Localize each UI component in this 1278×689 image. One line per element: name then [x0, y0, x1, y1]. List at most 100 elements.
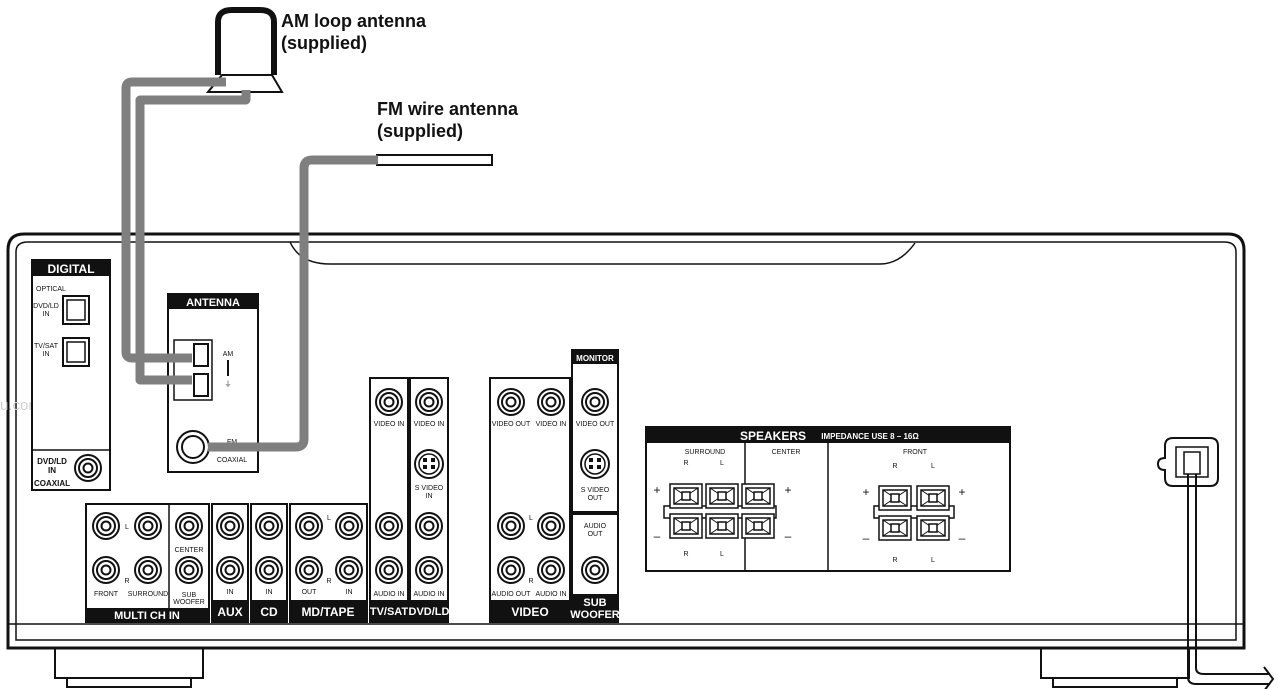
- tv-sat-audio-in-label: AUDIO IN: [373, 591, 404, 598]
- video-r-label: R: [528, 578, 533, 585]
- front-right-minus-sign: –: [959, 531, 966, 545]
- multi-surround-l-jack[interactable]: [134, 512, 162, 540]
- surround-l-minus-terminal[interactable]: [705, 513, 739, 539]
- optical-tv-label: TV/SAT: [34, 343, 59, 350]
- optical-tv-input-jack[interactable]: [62, 337, 90, 367]
- monitor-title: MONITOR: [576, 354, 614, 363]
- md-tape-out-l-jack[interactable]: [295, 512, 323, 540]
- dvd-ld-audio-r-jack[interactable]: [415, 556, 443, 584]
- monitor-s-video-out-jack[interactable]: [580, 449, 610, 479]
- dvd-ld-s-video-in-jack[interactable]: [414, 449, 444, 479]
- md-tape-l-label: L: [327, 515, 331, 522]
- multi-subwoofer-jack[interactable]: [175, 556, 203, 584]
- front-l-plus-terminal[interactable]: [916, 485, 950, 511]
- video-l-label: L: [529, 515, 533, 522]
- surround-r-top-label: R: [683, 460, 688, 467]
- aux-r-jack[interactable]: [216, 556, 244, 584]
- front-l-top-label: L: [931, 463, 935, 470]
- multi-front-r-jack[interactable]: [92, 556, 120, 584]
- coaxial-digital-jack[interactable]: [74, 454, 102, 482]
- dvd-ld-s-video-label: S VIDEO: [415, 485, 444, 492]
- tv-sat-video-in-label: VIDEO IN: [374, 421, 405, 428]
- front-left-minus-sign: –: [863, 531, 870, 545]
- video-title: VIDEO: [511, 605, 548, 619]
- aux-l-jack[interactable]: [216, 512, 244, 540]
- cd-l-jack[interactable]: [255, 512, 283, 540]
- fm-antenna-label: FM wire antenna (supplied): [377, 98, 518, 142]
- front-l-bottom-label: L: [931, 557, 935, 564]
- dvd-ld-s-video-in-label: IN: [426, 493, 433, 500]
- power-cord: [1156, 437, 1275, 689]
- dvd-ld-section: VIDEO IN S VIDEO IN AUDIO IN DVD/LD: [409, 377, 450, 623]
- center-minus-sign: –: [785, 529, 792, 543]
- md-tape-in-l-jack[interactable]: [335, 512, 363, 540]
- video-audio-in-label: AUDIO IN: [535, 591, 566, 598]
- surround-r-plus-terminal[interactable]: [669, 483, 703, 509]
- multi-front-l-jack[interactable]: [92, 512, 120, 540]
- center-minus-terminal[interactable]: [741, 513, 775, 539]
- subwoofer-audio-out-jack[interactable]: [581, 556, 609, 584]
- subwoofer-out-label: OUT: [588, 531, 604, 538]
- video-video-out-jack[interactable]: [497, 388, 525, 416]
- cd-r-jack[interactable]: [255, 556, 283, 584]
- optical-dvd-input-jack[interactable]: [62, 295, 90, 325]
- video-audio-out-r-jack[interactable]: [497, 556, 525, 584]
- subwoofer-section: AUDIO OUT SUB WOOFER: [570, 513, 620, 623]
- am-ground-terminal[interactable]: [193, 373, 209, 397]
- multi-woofer-label: WOOFER: [173, 599, 205, 606]
- video-audio-in-l-jack[interactable]: [537, 512, 565, 540]
- fm-coaxial-label: COAXIAL: [217, 457, 247, 464]
- md-tape-in-r-jack[interactable]: [335, 556, 363, 584]
- dvd-ld-audio-in-label: AUDIO IN: [413, 591, 444, 598]
- md-tape-section: L R OUT IN MD/TAPE: [289, 503, 368, 623]
- surround-r-bottom-label: R: [683, 551, 688, 558]
- video-audio-out-l-jack[interactable]: [497, 512, 525, 540]
- video-video-in-jack[interactable]: [537, 388, 565, 416]
- am-antenna-name: AM loop antenna: [281, 11, 426, 31]
- dvd-ld-title: DVD/LD: [409, 606, 450, 618]
- cd-in-label: IN: [266, 589, 273, 596]
- surround-plus-sign: +: [653, 483, 660, 497]
- dvd-ld-video-in-jack[interactable]: [415, 388, 443, 416]
- front-r-minus-terminal[interactable]: [878, 515, 912, 541]
- speakers-center-label: CENTER: [772, 449, 801, 456]
- monitor-video-out-jack[interactable]: [581, 388, 609, 416]
- am-antenna-label: AM loop antenna (supplied): [281, 10, 426, 54]
- cd-title: CD: [260, 605, 278, 619]
- video-video-out-label: VIDEO OUT: [492, 421, 531, 428]
- dvd-ld-audio-l-jack[interactable]: [415, 512, 443, 540]
- front-l-minus-terminal[interactable]: [916, 515, 950, 541]
- tv-sat-audio-r-jack[interactable]: [375, 556, 403, 584]
- monitor-section: MONITOR VIDEO OUT S VIDEO OUT: [571, 349, 619, 513]
- subwoofer-title-sub: SUB: [583, 597, 606, 609]
- md-tape-out-label: OUT: [302, 589, 318, 596]
- watermark-text: u.com: [0, 397, 41, 414]
- speakers-title: SPEAKERS: [740, 429, 806, 443]
- monitor-s-video-label: S VIDEO: [581, 487, 610, 494]
- am-terminal[interactable]: [193, 343, 209, 367]
- tv-sat-video-in-jack[interactable]: [375, 388, 403, 416]
- multi-l-label: L: [125, 524, 129, 531]
- surround-r-minus-terminal[interactable]: [669, 513, 703, 539]
- front-r-plus-terminal[interactable]: [878, 485, 912, 511]
- speakers-impedance-label: IMPEDANCE USE 8 – 16Ω: [821, 432, 919, 441]
- video-audio-in-r-jack[interactable]: [537, 556, 565, 584]
- fm-antenna-note: (supplied): [377, 121, 463, 141]
- multi-surround-label: SURROUND: [128, 591, 168, 598]
- antenna-cables: [121, 77, 378, 452]
- multi-r-label: R: [124, 578, 129, 585]
- subwoofer-title-woofer: WOOFER: [570, 609, 620, 621]
- md-tape-out-r-jack[interactable]: [295, 556, 323, 584]
- center-plus-terminal[interactable]: [741, 483, 775, 509]
- surround-l-top-label: L: [720, 460, 724, 467]
- cd-section: IN CD: [250, 503, 288, 623]
- monitor-video-out-label: VIDEO OUT: [576, 421, 615, 428]
- tv-sat-audio-l-jack[interactable]: [375, 512, 403, 540]
- multi-surround-r-jack[interactable]: [134, 556, 162, 584]
- aux-title: AUX: [217, 605, 242, 619]
- am-antenna-note: (supplied): [281, 33, 367, 53]
- optical-dvd-in-label: IN: [43, 311, 50, 318]
- center-plus-sign: +: [784, 483, 791, 497]
- surround-l-plus-terminal[interactable]: [705, 483, 739, 509]
- multi-center-jack[interactable]: [175, 512, 203, 540]
